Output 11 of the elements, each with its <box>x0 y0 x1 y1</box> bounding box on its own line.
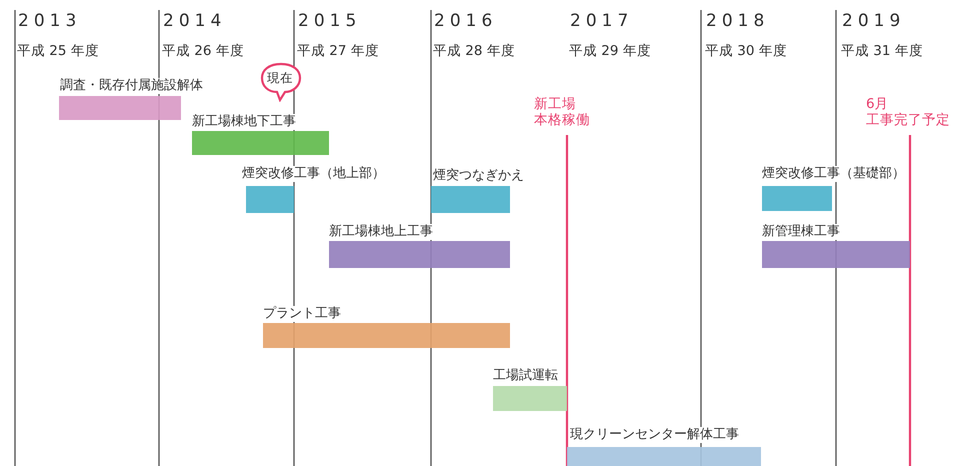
task-label: プラント工事 <box>263 306 341 322</box>
task-label: 新管理棟工事 <box>762 224 840 240</box>
milestone-label: 新工場本格稼働 <box>534 96 590 128</box>
callout-text: 現在 <box>267 70 293 86</box>
task-label: 煙突つなぎかえ <box>433 168 524 184</box>
task-label: 新工場棟地下工事 <box>192 114 296 130</box>
task-label: 現クリーンセンター解体工事 <box>570 427 739 443</box>
task-label: 新工場棟地上工事 <box>329 224 433 240</box>
task-label: 調査・既存付属施設解体 <box>60 78 203 94</box>
milestone-label: 6月工事完了予定 <box>866 96 950 128</box>
task-label: 工場試運転 <box>493 368 558 384</box>
